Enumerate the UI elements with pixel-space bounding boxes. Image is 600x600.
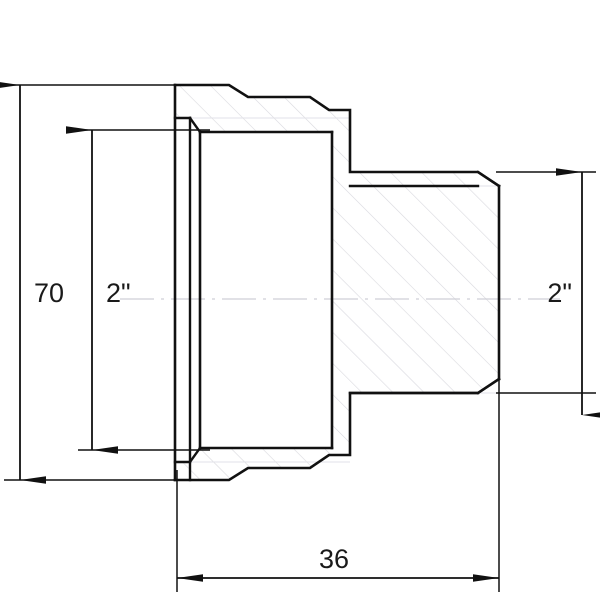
dimension-label-bore-left: 2" <box>106 278 131 308</box>
section-body-upper <box>175 85 499 299</box>
dimension-label-bore-right: 2" <box>547 278 572 308</box>
dimension-label-70: 70 <box>34 278 64 308</box>
bore-walls <box>198 130 334 450</box>
dimension-label-36: 36 <box>319 544 349 574</box>
bore-cavity <box>200 132 332 448</box>
end-faces <box>173 83 501 482</box>
dimension-overall-height: 70 <box>0 81 64 484</box>
dimension-bore-left: 2" <box>66 126 131 454</box>
right-end-chamfer <box>348 170 501 395</box>
dimension-overall-length: 36 <box>177 544 499 582</box>
section-body-lower <box>175 299 499 480</box>
part-outline-upper <box>173 83 501 188</box>
dimension-bore-right: 2" <box>547 168 600 419</box>
